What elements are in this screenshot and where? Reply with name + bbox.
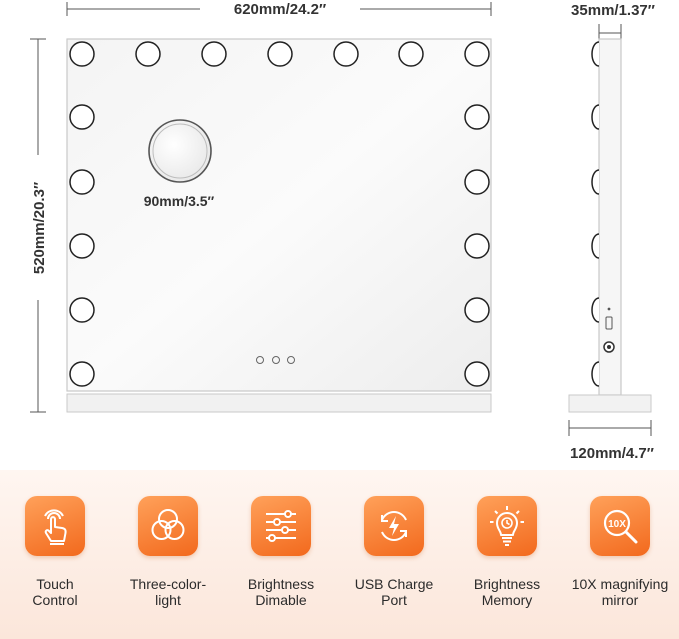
mirror-front-base: [66, 393, 492, 413]
base-dimension-line: [568, 420, 652, 436]
vanity-bulb: [464, 361, 490, 387]
vanity-bulb: [69, 41, 95, 67]
feature-badge: [364, 496, 424, 556]
side-bulb: [591, 104, 600, 130]
feature-three-color-light: Three-color- light: [113, 496, 223, 608]
feature-label: 10X magnifying mirror: [571, 576, 669, 608]
feature-label: Three-color- light: [129, 576, 207, 608]
feature-brightness-dimable: Brightness Dimable: [226, 496, 336, 608]
vanity-bulb: [464, 297, 490, 323]
power-port-core: [607, 345, 611, 349]
vanity-bulb: [464, 169, 490, 195]
side-bulb: [591, 169, 600, 195]
feature-label: Brightness Memory: [473, 576, 541, 608]
vanity-bulb: [69, 233, 95, 259]
vanity-bulb: [464, 233, 490, 259]
height-dimension-label: 520mm/20.3″: [31, 182, 48, 274]
base-dimension-label: 120mm/4.7″: [570, 445, 654, 462]
width-dimension-label: 620mm/24.2″: [234, 1, 326, 18]
magnifier-10x-icon: 10X: [603, 509, 638, 544]
usb-port: [605, 316, 613, 330]
vanity-bulb: [69, 297, 95, 323]
vanity-bulb: [267, 41, 293, 67]
sliders-icon: [266, 510, 296, 542]
magnifier-dimension-label: 90mm/3.5″: [144, 193, 215, 209]
feature-badge: 10X: [590, 496, 650, 556]
feature-10x-magnifying-mirror: 10X 10X magnifying mirror: [565, 496, 675, 608]
feature-label: USB Charge Port: [354, 576, 434, 608]
side-bulbs: [591, 41, 600, 387]
feature-badge: [138, 496, 198, 556]
three-circles-icon: [151, 509, 185, 540]
depth-dimension-label: 35mm/1.37″: [571, 2, 655, 19]
feature-badge: [251, 496, 311, 556]
feature-usb-charge-port: USB Charge Port: [339, 496, 449, 608]
side-bulb: [591, 233, 600, 259]
feature-badge: [477, 496, 537, 556]
features-panel: Touch Control Three-color- light: [0, 470, 679, 639]
feature-brightness-memory: Brightness Memory: [452, 496, 562, 608]
vanity-bulb: [464, 104, 490, 130]
vanity-bulb: [333, 41, 359, 67]
touch-buttons: [256, 356, 295, 364]
bulb-clock-icon: [490, 506, 524, 546]
vanity-bulb: [69, 104, 95, 130]
depth-dimension-line: [598, 24, 622, 40]
front-bulbs: [69, 41, 490, 387]
feature-badge: [25, 496, 85, 556]
side-bulb: [591, 297, 600, 323]
usb-port-indicator: [607, 307, 611, 311]
feature-label: Touch Control: [32, 576, 78, 608]
width-dimension-line: [66, 2, 492, 16]
magnifier-10x-text: 10X: [608, 519, 626, 530]
height-dimension-line: [30, 38, 46, 413]
mirror-front: [66, 38, 492, 392]
touch-hand-icon: [44, 509, 67, 545]
magnifier-mirror: [148, 119, 212, 183]
vanity-bulb: [69, 361, 95, 387]
feature-touch-control: Touch Control: [0, 496, 110, 608]
side-bulb: [591, 361, 600, 387]
mirror-dimension-diagram: 620mm/24.2″ 520mm/20.3″ 90mm/3.5″ 35mm/1…: [30, 1, 655, 462]
vanity-bulb: [135, 41, 161, 67]
side-bulb: [591, 41, 600, 67]
vanity-bulb: [201, 41, 227, 67]
feature-label: Brightness Dimable: [247, 576, 315, 608]
mirror-side-base: [568, 394, 652, 413]
magnifier-mirror-inner: [152, 123, 208, 179]
usb-charge-icon: [381, 511, 407, 541]
vanity-bulb: [464, 41, 490, 67]
vanity-bulb: [398, 41, 424, 67]
vanity-bulb: [69, 169, 95, 195]
